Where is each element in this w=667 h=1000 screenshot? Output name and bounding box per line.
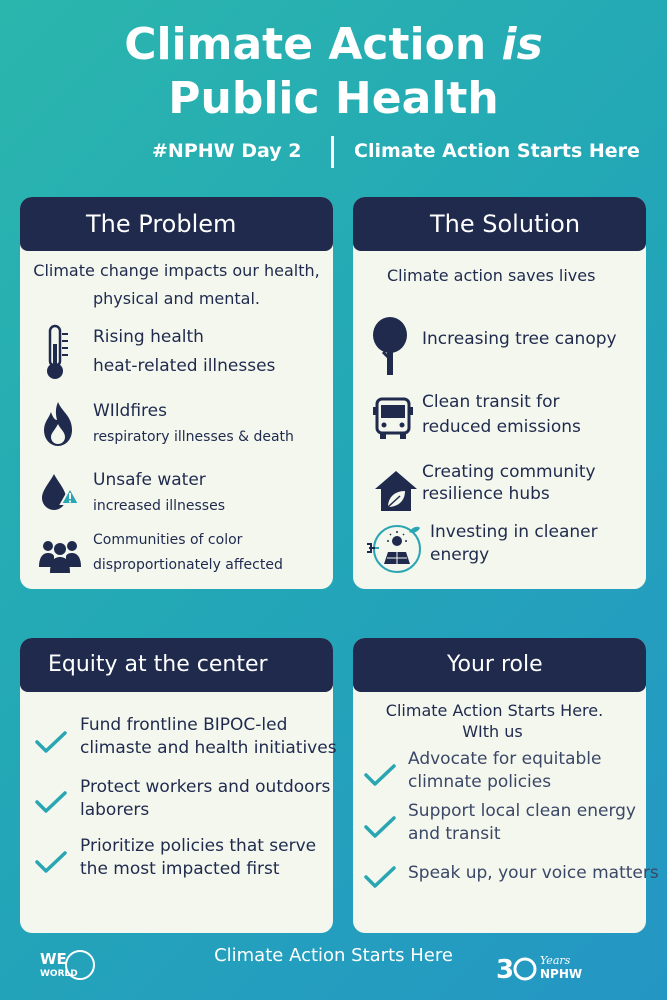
svg-text:WE: WE (40, 950, 67, 968)
svg-text:Years: Years (540, 954, 571, 967)
tree-icon (373, 317, 407, 375)
solution-intro: Climate action saves lives (387, 266, 596, 285)
problem-item-1: Rising health heat-related illnesses (93, 327, 276, 376)
role-item-3: Speak up, your voice matters (408, 863, 659, 883)
svg-text:3: 3 (496, 955, 514, 985)
solution-item-1: Increasing tree canopy (422, 329, 617, 349)
check-icon (35, 731, 67, 753)
problem-intro: Climate change impacts our health, physi… (33, 261, 320, 308)
nphw-30-logo-mark: 3 Years NPHW (496, 954, 582, 985)
house-leaf-icon (375, 471, 417, 511)
fire-icon (44, 402, 72, 446)
equity-card: Equity at the center Fund frontline BIPO… (20, 638, 337, 933)
check-icon (364, 764, 396, 786)
equity-item-2: Protect workers and outdoors laborers (80, 777, 331, 820)
check-icon (364, 866, 396, 888)
title-line-1: Climate Action is (124, 19, 543, 70)
weworld-logo-mark: WE WORLD (40, 950, 95, 980)
role-card: Your role Climate Action Starts Here. WI… (353, 638, 659, 933)
check-icon (364, 816, 396, 838)
thermometer-icon (47, 324, 68, 379)
problem-item-3: Unsafe water increased illnesses (93, 470, 225, 514)
subtitle-row: #NPHW Day 2 Climate Action Starts Here (0, 136, 667, 170)
equity-item-3: Prioritize policies that serve the most … (80, 836, 317, 879)
role-item-1: Advocate for equitable climnate policies (408, 749, 602, 792)
problem-heading: The Problem (20, 197, 333, 251)
weworld-logo: WE WORLD (36, 948, 96, 982)
problem-item-4: Communities of color disproportionately … (93, 532, 283, 573)
check-icon (35, 791, 67, 813)
solution-item-3: Creating community resilience hubs (422, 462, 596, 504)
role-intro: Climate Action Starts Here. WIth us (385, 701, 604, 741)
role-item-2: Support local clean energy and transit (408, 801, 636, 844)
nphw-30-logo: 3 Years NPHW (496, 950, 616, 986)
water-warning-icon (42, 474, 80, 510)
hashtag: #NPHW Day 2 (152, 140, 302, 162)
solution-item-2: Clean transit for reduced emissions (422, 392, 581, 437)
problem-card: The Problem Climate change impacts our h… (20, 197, 333, 589)
title-line-2: Public Health (168, 73, 499, 124)
people-icon (39, 541, 81, 573)
divider (331, 136, 334, 168)
solution-heading: The Solution (353, 197, 646, 251)
clean-energy-icon (367, 525, 421, 573)
role-heading: Your role (353, 638, 646, 692)
page-title: Climate Action is Public Health (0, 18, 667, 126)
solution-card: The Solution Climate action saves lives … (353, 197, 646, 589)
bus-icon (373, 397, 413, 439)
footer-text: Climate Action Starts Here (214, 945, 453, 966)
equity-heading: Equity at the center (20, 638, 333, 692)
svg-text:WORLD: WORLD (40, 969, 78, 979)
tagline: Climate Action Starts Here (354, 140, 640, 162)
equity-item-1: Fund frontline BIPOC-led climaste and he… (80, 715, 337, 758)
check-icon (35, 851, 67, 873)
problem-item-2: WIldfires respiratory illnesses & death (93, 401, 294, 445)
svg-text:NPHW: NPHW (540, 967, 582, 981)
solution-item-4: Investing in cleaner energy (430, 522, 598, 565)
